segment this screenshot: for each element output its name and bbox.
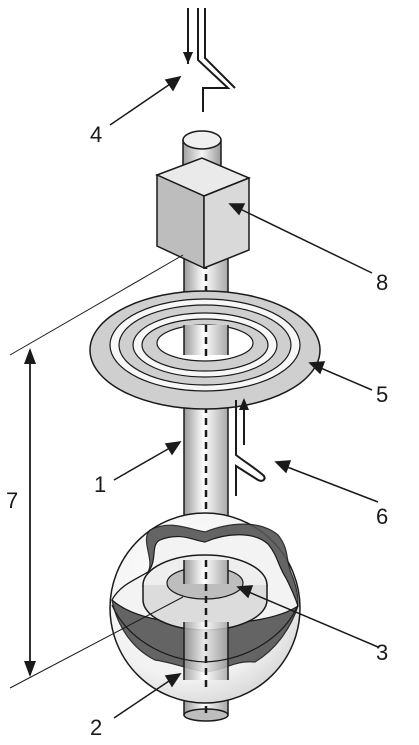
label-2: 2 bbox=[90, 715, 102, 740]
measuring-range-dimension bbox=[9, 254, 184, 689]
label-5: 5 bbox=[376, 382, 388, 407]
float-sphere bbox=[109, 512, 301, 704]
signal-wire-top bbox=[183, 8, 236, 112]
label-7: 7 bbox=[6, 488, 18, 513]
mounting-flange bbox=[89, 290, 321, 410]
label-1: 1 bbox=[94, 472, 106, 497]
label-4: 4 bbox=[90, 122, 102, 147]
electronic-head bbox=[155, 130, 251, 270]
label-3: 3 bbox=[376, 640, 388, 665]
leader-arrows bbox=[109, 75, 379, 719]
label-6: 6 bbox=[376, 504, 388, 529]
signal-wire-output bbox=[235, 398, 266, 496]
label-8: 8 bbox=[376, 270, 388, 295]
